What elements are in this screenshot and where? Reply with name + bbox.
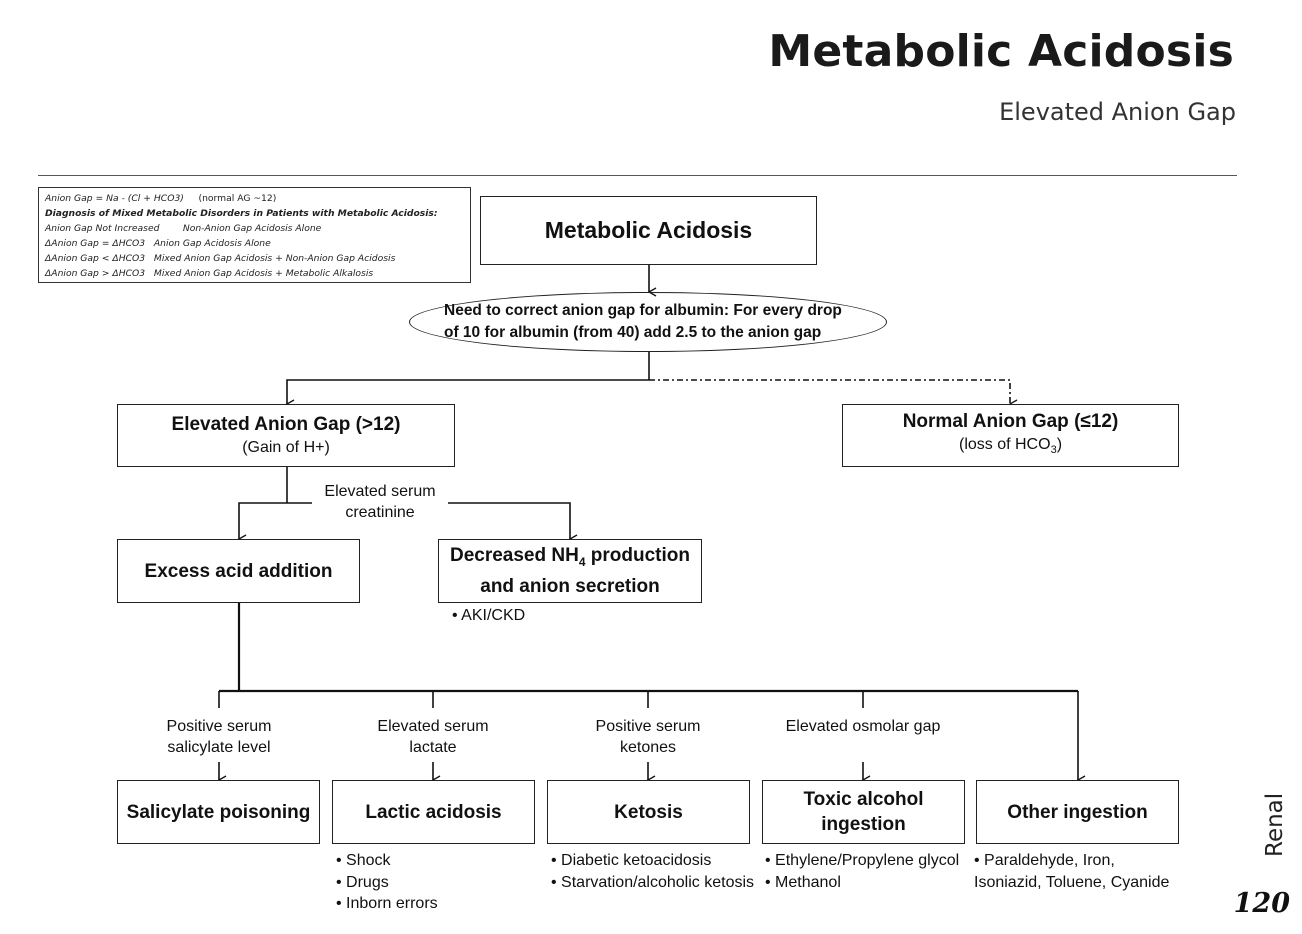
list-item: • Paraldehyde, Iron, Isoniazid, Toluene,… (974, 852, 1170, 891)
legend-row: ΔAnion Gap > ΔHCO3 Mixed Anion Gap Acido… (45, 266, 464, 281)
decreased-nh4-box: Decreased NH4 production and anion secre… (438, 539, 702, 603)
legend-heading: Diagnosis of Mixed Metabolic Disorders i… (45, 208, 438, 219)
condition-salicylate: Positive serum salicylate level (139, 716, 299, 758)
legend-row-condition: ΔAnion Gap > ΔHCO3 (45, 268, 146, 279)
legend-row-result: Mixed Anion Gap Acidosis + Non-Anion Gap… (153, 253, 396, 264)
list-item: • Starvation/alcoholic ketosis (551, 873, 755, 891)
list-item: • Diabetic ketoacidosis (551, 852, 712, 869)
normal-anion-gap-box: Normal Anion Gap (≤12) (loss of HCO3) (842, 404, 1179, 467)
branch-title: Toxic alcohol ingestion (803, 789, 924, 835)
legend-row-result: Anion Gap Acidosis Alone (153, 238, 271, 249)
bullet-text: Drugs (346, 873, 389, 891)
ketosis-box: Ketosis (547, 780, 750, 844)
toxic-alcohol-ingestion-box: Toxic alcohol ingestion (762, 780, 965, 844)
excess-acid-addition-box: Excess acid addition (117, 539, 360, 603)
condition-osmolar-gap: Elevated osmolar gap (783, 716, 943, 737)
bullet-text: Inborn errors (346, 895, 438, 912)
decreased-nh4-bullets: • AKI/CKD (452, 605, 672, 627)
other-ingestion-box: Other ingestion (976, 780, 1179, 844)
list-item: • Inborn errors (336, 895, 438, 912)
lactic-acidosis-box: Lactic acidosis (332, 780, 535, 844)
bullet-text: Paraldehyde, Iron, Isoniazid, Toluene, C… (974, 852, 1170, 891)
bullet-text: Starvation/alcoholic ketosis (561, 873, 755, 891)
arrow-to-elevated (285, 379, 649, 409)
page-number: 120 (1233, 888, 1290, 919)
elevated-sub: (Gain of H+) (242, 439, 330, 456)
legend-normal: (normal AG ~12) (198, 193, 277, 204)
branch-title: Ketosis (614, 801, 683, 823)
excess-acid-title: Excess acid addition (144, 560, 333, 582)
list-item: • Shock (336, 852, 391, 869)
bullet-text: Diabetic ketoacidosis (561, 852, 712, 869)
header-divider (38, 175, 1237, 176)
decreased-nh4-title: Decreased NH4 production and anion secre… (439, 543, 701, 600)
legend-formula: Anion Gap = Na - (Cl + HCO3) (45, 193, 184, 204)
legend-row-result: Mixed Anion Gap Acidosis + Metabolic Alk… (153, 268, 374, 279)
lactic-acidosis-bullets: • Shock • Drugs • Inborn errors (336, 850, 536, 915)
normal-sub-suffix: ) (1056, 436, 1063, 454)
bullet-text: AKI/CKD (461, 607, 526, 624)
bullet-text: Methanol (775, 873, 841, 891)
list-item: • Methanol (765, 873, 841, 891)
section-side-label: Renal (1262, 792, 1288, 858)
decreased-nh4-prefix: Decreased NH (449, 544, 579, 566)
creatinine-condition-label: Elevated serum creatinine (312, 481, 448, 523)
albumin-correction-note: Need to correct anion gap for albumin: F… (409, 292, 887, 352)
arrow-to-excess-acid (237, 502, 287, 544)
page-title: Metabolic Acidosis (768, 26, 1234, 77)
branch-title: Other ingestion (1007, 801, 1148, 823)
page-subtitle: Elevated Anion Gap (999, 98, 1236, 126)
ketosis-bullets: • Diabetic ketoacidosis • Starvation/alc… (551, 850, 756, 893)
other-ingestion-bullets: • Paraldehyde, Iron, Isoniazid, Toluene,… (974, 850, 1184, 893)
legend-row: ΔAnion Gap = ΔHCO3 Anion Gap Acidosis Al… (45, 236, 464, 251)
legend-row-condition: Anion Gap Not Increased (45, 223, 160, 234)
decreased-nh4-subscript: 4 (578, 554, 586, 569)
legend-row-result: Non-Anion Gap Acidosis Alone (182, 223, 322, 234)
condition-lactate: Elevated serum lactate (353, 716, 513, 758)
toxic-alcohol-bullets: • Ethylene/Propylene glycol • Methanol (765, 850, 965, 893)
arrow-to-normal (649, 379, 1018, 409)
legend-row: ΔAnion Gap < ΔHCO3 Mixed Anion Gap Acido… (45, 251, 464, 266)
elevated-title: Elevated Anion Gap (>12) (171, 414, 401, 435)
bullet-text: Shock (346, 852, 391, 869)
bullet-text: Ethylene/Propylene glycol (775, 852, 960, 869)
elevated-anion-gap-box: Elevated Anion Gap (>12) (Gain of H+) (117, 404, 455, 467)
normal-sub-prefix: (loss of HCO (958, 436, 1051, 454)
normal-sub: (loss of HCO3) (958, 436, 1063, 457)
decreased-nh4-suffix: production and anion secretion (480, 544, 690, 598)
anion-gap-legend: Anion Gap = Na - (Cl + HCO3) (normal AG … (38, 187, 471, 283)
legend-row-condition: ΔAnion Gap = ΔHCO3 (45, 238, 146, 249)
branch-title: Lactic acidosis (365, 801, 502, 823)
normal-title: Normal Anion Gap (≤12) (902, 411, 1119, 433)
legend-row-condition: ΔAnion Gap < ΔHCO3 (45, 253, 146, 264)
condition-ketones: Positive serum ketones (568, 716, 728, 758)
albumin-note-text: Need to correct anion gap for albumin: F… (444, 302, 842, 341)
list-item: • Ethylene/Propylene glycol (765, 852, 960, 869)
list-item: • Drugs (336, 873, 389, 891)
legend-formula-line: Anion Gap = Na - (Cl + HCO3) (normal AG … (45, 191, 464, 206)
list-item: • AKI/CKD (452, 607, 526, 624)
branch-title: Salicylate poisoning (126, 801, 311, 823)
root-title: Metabolic Acidosis (544, 217, 753, 243)
legend-row: Anion Gap Not Increased Non-Anion Gap Ac… (45, 221, 464, 236)
salicylate-poisoning-box: Salicylate poisoning (117, 780, 320, 844)
root-metabolic-acidosis-box: Metabolic Acidosis (480, 196, 817, 265)
